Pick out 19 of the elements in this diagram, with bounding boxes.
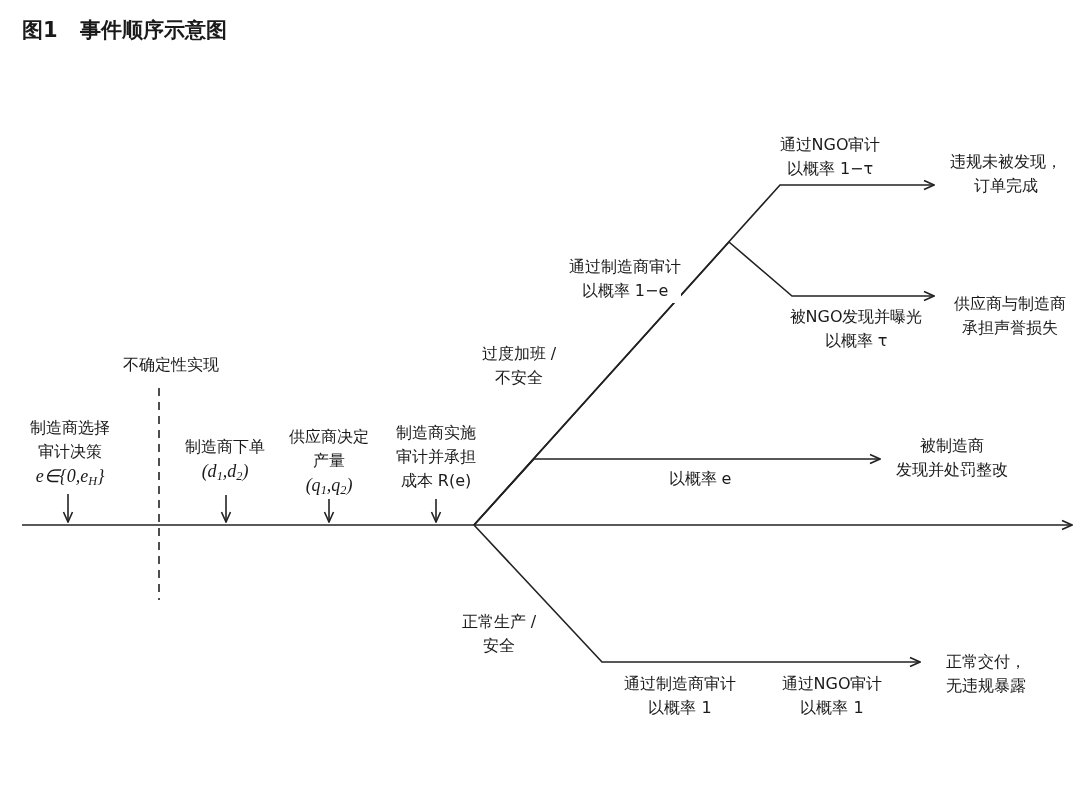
outcome-text: 被制造商发现并处罚整改 [896,435,1008,481]
branch-arrow [473,453,881,526]
event-text: 供应商决定产量 [289,426,369,472]
event-text: 制造商下单 [185,436,265,458]
branch-arrow [473,524,921,668]
arrow [220,494,232,523]
math-formula: (q$_{1}$,q$_{2}$) [305,474,353,497]
probability-label: 通过制造商审计以概率 1−e [569,255,681,303]
outcome-text: 正常交付，无违规暴露 [946,651,1026,697]
arrow [430,498,442,523]
outcome-text: 违规未被发现，订单完成 [950,151,1062,197]
event-text: 制造商实施审计并承担成本 R(e) [396,422,476,492]
outcome-text: 供应商与制造商承担声誉损失 [954,293,1066,339]
arrow [323,498,335,523]
event-text: 制造商选择审计决策 [30,417,110,463]
math-formula: e∈{0,e$_{H}$} [35,465,105,488]
figure-title: 图1 事件顺序示意图 [22,17,227,44]
arrow [62,493,74,523]
math-formula: (d$_{1}$,d$_{2}$) [201,460,249,483]
